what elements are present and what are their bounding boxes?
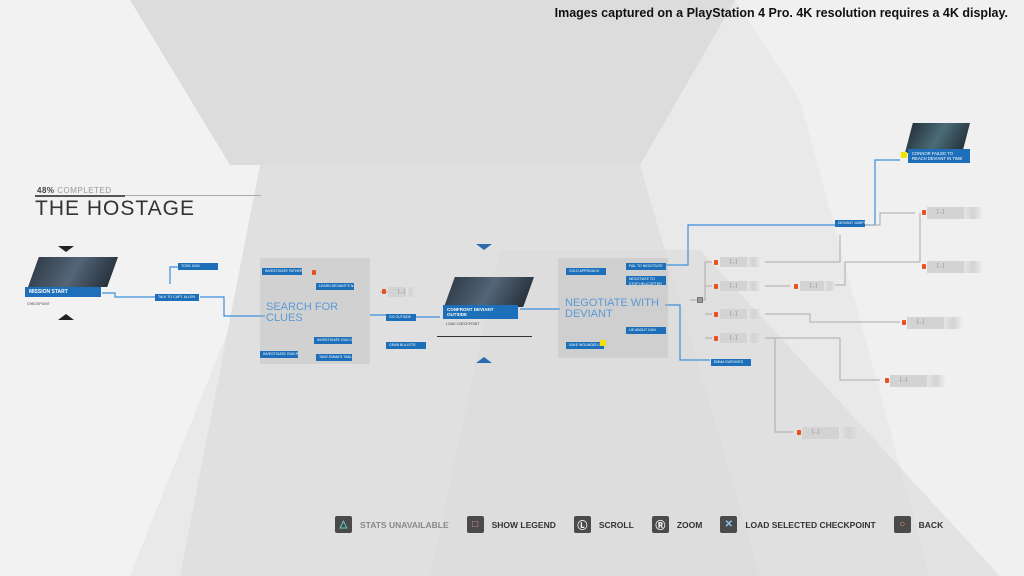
scroll-down-chevron-icon[interactable]	[58, 314, 74, 320]
left-stick-icon: Ⓛ	[573, 516, 591, 533]
divider	[437, 336, 532, 337]
node-helicopter[interactable]: Negotiate to Stop Helicopter	[626, 276, 666, 285]
right-stick-icon: Ⓡ	[651, 516, 669, 533]
chapter-title: THE HOSTAGE	[35, 197, 195, 220]
node-cold-approach[interactable]: Cold Approach	[566, 268, 606, 275]
branch-junction-icon	[697, 297, 703, 303]
ending-reached-icon	[901, 152, 907, 158]
triangle-icon: △	[335, 516, 352, 533]
mission-start-checkpoint: CHECKPOINT	[27, 302, 50, 306]
locked-ending[interactable]: [...]	[927, 207, 989, 219]
show-legend-button[interactable]: □SHOW LEGEND	[466, 516, 556, 533]
section-negotiate-title: NEGOTIATE WITH DEVIANT	[565, 297, 659, 320]
lock-icon	[382, 289, 386, 294]
node-learn-name[interactable]: Learn Deviant's Name	[316, 283, 354, 290]
load-checkpoint-label[interactable]: LOAD CHECKPOINT	[446, 322, 480, 326]
locked-ending[interactable]: [...]	[890, 375, 952, 387]
ending-thumbnail	[905, 123, 970, 153]
locked-node[interactable]: [...]	[720, 281, 765, 291]
locked-ending[interactable]: [...]	[802, 427, 864, 439]
capture-caption: Images captured on a PlayStation 4 Pro. …	[554, 6, 1008, 20]
locked-ending[interactable]: [...]	[927, 261, 989, 273]
locked-node[interactable]: [...]	[720, 333, 765, 343]
checkpoint-node[interactable]: CONFRONT DEVIANT OUTSIDE	[443, 305, 518, 319]
node-took-gun[interactable]: Took Gun	[178, 263, 218, 270]
locked-node[interactable]: [...]	[800, 281, 840, 291]
node-deviant-jumps[interactable]: Deviant Jumps with Emma	[835, 220, 865, 227]
node-emma-survived[interactable]: Emma Survived	[711, 359, 751, 366]
section-search	[260, 258, 370, 364]
lock-icon	[312, 270, 316, 275]
circle-icon: ○	[893, 516, 911, 533]
progress-label: 48% COMPLETED	[37, 186, 112, 195]
node-save-officer[interactable]: Save Wounded Officer	[566, 342, 604, 349]
scroll-up-chevron-icon[interactable]	[58, 246, 74, 252]
chevron-down-icon[interactable]	[476, 244, 492, 250]
cross-icon: ✕	[720, 516, 738, 533]
ending-node[interactable]: CONNOR FAILED TO REACH DEVIANT IN TIME	[908, 149, 970, 163]
node-investigate-case[interactable]: Investigate Gun Case	[314, 337, 352, 344]
locked-node[interactable]: [...]	[720, 257, 765, 267]
selected-cursor-icon	[600, 340, 606, 346]
mission-start-thumbnail	[28, 257, 118, 287]
node-father-body[interactable]: Investigate Father's Body	[262, 268, 302, 275]
load-checkpoint-button[interactable]: ✕LOAD SELECTED CHECKPOINT	[720, 516, 876, 533]
node-talk-allen[interactable]: Talk to Capt. Allen	[155, 294, 199, 301]
mission-start-node[interactable]: MISSION START	[25, 287, 101, 297]
node-lie-gun[interactable]: Lie About Gun	[626, 327, 666, 334]
progress-fill	[35, 195, 125, 197]
node-take-tablet[interactable]: Take Emma's Tablet	[316, 354, 352, 361]
node-investigate-room[interactable]: Investigate Gun Room	[260, 351, 298, 358]
node-go-outside[interactable]: Go Outside	[386, 314, 416, 321]
locked-node[interactable]: [...]	[720, 309, 765, 319]
square-icon: □	[466, 516, 484, 533]
checkpoint-thumbnail	[444, 277, 534, 307]
locked-node[interactable]: [...]	[388, 287, 418, 297]
stats-button[interactable]: △STATS UNAVAILABLE	[335, 516, 449, 533]
section-search-title: SEARCH FOR CLUES	[266, 301, 339, 324]
node-fail-negotiate[interactable]: Fail to Negotiate	[626, 263, 666, 270]
chevron-up-icon[interactable]	[476, 357, 492, 363]
back-button[interactable]: ○BACK	[893, 516, 943, 533]
progress-track	[35, 195, 261, 196]
node-grab-bullets[interactable]: Grab Bullets	[386, 342, 426, 349]
locked-ending[interactable]: [...]	[907, 317, 969, 329]
